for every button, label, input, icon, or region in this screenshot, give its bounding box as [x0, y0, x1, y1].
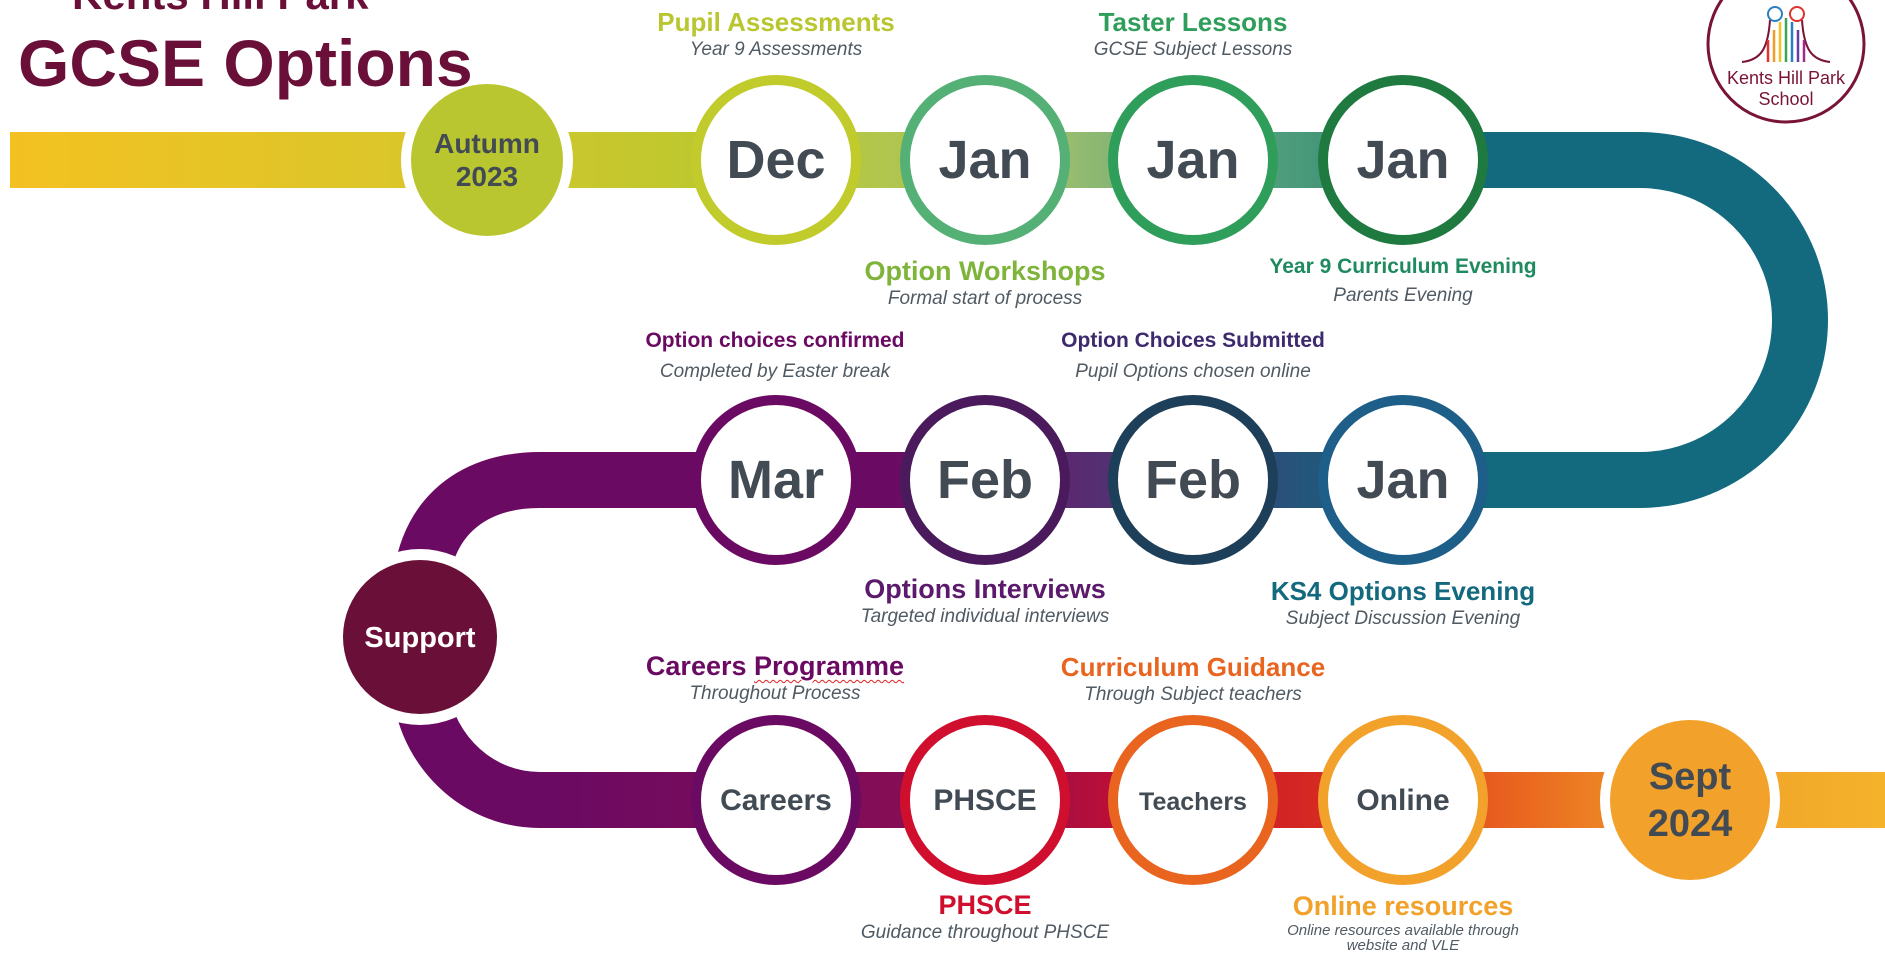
path-curve-right: [1480, 132, 1828, 508]
label-heading: Option Workshops: [864, 256, 1106, 286]
end-milestone-line1: Sept: [1649, 756, 1732, 798]
node-online: [1318, 715, 1488, 885]
label-heading: Careers Programme: [646, 651, 904, 682]
label-heading: KS4 Options Evening: [1270, 576, 1536, 606]
start-milestone-line2: 2023: [456, 161, 518, 192]
label-heading: Option choices confirmed: [645, 329, 905, 352]
label-heading: Options Interviews: [864, 574, 1106, 604]
label-heading-part1: Careers: [645, 651, 755, 681]
label-subtitle: Pupil Options chosen online: [1075, 361, 1311, 383]
end-milestone-line2: 2024: [1648, 803, 1733, 845]
label-heading: Online resources: [1292, 891, 1514, 921]
node-label-teachers: Teachers: [1139, 788, 1247, 816]
node-feb2: [900, 395, 1070, 565]
label-heading: Curriculum Guidance: [1060, 652, 1326, 682]
label-subtitle: GCSE Subject Lessons: [1093, 38, 1293, 60]
label-heading-part2: Programme: [754, 651, 905, 681]
end-milestone: [1610, 720, 1770, 880]
start-milestone: [411, 84, 563, 236]
label-heading: Year 9 Curriculum Evening: [1269, 255, 1537, 278]
node-label-feb2: Feb: [937, 450, 1033, 510]
label-pupil-assessments: Pupil Assessments Year 9 Assessments: [657, 7, 895, 62]
node-label-jan2: Jan: [1146, 130, 1239, 190]
logo-text-line1: Kents Hill Park: [1727, 68, 1846, 88]
label-curriculum-guidance: Curriculum Guidance Through Subject teac…: [1060, 652, 1326, 707]
node-feb1: [1108, 395, 1278, 565]
label-ks4-evening: KS4 Options Evening Subject Discussion E…: [1270, 576, 1536, 631]
label-subtitle: Subject Discussion Evening: [1285, 607, 1521, 629]
label-subtitle: Through Subject teachers: [1084, 683, 1302, 705]
school-name: Kents Hill Park: [72, 0, 368, 16]
node-label-jan4: Jan: [1356, 450, 1449, 510]
label-subtitle: Parents Evening: [1333, 285, 1473, 307]
node-phsce: [900, 715, 1070, 885]
node-label-online: Online: [1356, 784, 1449, 817]
label-heading: Pupil Assessments: [657, 7, 895, 37]
label-heading: Option Choices Submitted: [1061, 329, 1325, 352]
node-mar: [691, 395, 861, 565]
label-subtitle: Throughout Process: [689, 683, 861, 705]
node-jan1: [900, 75, 1070, 245]
support-node: [343, 560, 497, 714]
school-logo: Kents Hill Park School: [1706, 0, 1866, 124]
node-label-careers: Careers: [720, 784, 832, 817]
logo-text-line2: School: [1758, 89, 1813, 109]
node-label-phsce: PHSCE: [933, 784, 1036, 817]
label-subtitle: Completed by Easter break: [659, 361, 891, 383]
page-title: GCSE Options: [18, 26, 473, 100]
label-curriculum-evening: Year 9 Curriculum Evening Parents Evenin…: [1269, 255, 1536, 308]
label-subtitle: Year 9 Assessments: [689, 38, 863, 60]
label-option-workshops: Option Workshops Formal start of process: [865, 256, 1106, 311]
label-choices-submitted: Option Choices Submitted Pupil Options c…: [1061, 329, 1325, 384]
label-careers-programme: Careers Programme Throughout Process: [646, 651, 904, 706]
label-choices-confirmed: Option choices confirmed Completed by Ea…: [645, 329, 904, 384]
label-subtitle: Guidance throughout PHSCE: [860, 922, 1110, 944]
node-jan4: [1318, 395, 1488, 565]
label-taster-lessons: Taster Lessons GCSE Subject Lessons: [1093, 7, 1293, 62]
node-label-jan3: Jan: [1356, 130, 1449, 190]
label-phsce: PHSCE Guidance throughout PHSCE: [861, 890, 1109, 945]
node-label-jan1: Jan: [938, 130, 1031, 190]
node-jan2: [1108, 75, 1278, 245]
label-subtitle: Formal start of process: [887, 288, 1083, 310]
label-options-interviews: Options Interviews Targeted individual i…: [861, 574, 1110, 629]
label-heading: Taster Lessons: [1098, 7, 1288, 37]
node-label-dec: Dec: [726, 130, 825, 190]
start-milestone-line1: Autumn: [434, 128, 540, 159]
label-subtitle: Online resources available through websi…: [1287, 922, 1519, 955]
node-label-mar: Mar: [728, 450, 824, 510]
node-careers: [691, 715, 861, 885]
node-teachers: [1108, 715, 1278, 885]
node-jan3: [1318, 75, 1488, 245]
node-dec: [691, 75, 861, 245]
label-online-resources: Online resources Online resources availa…: [1268, 891, 1538, 953]
label-heading: PHSCE: [938, 890, 1032, 920]
label-subtitle: Targeted individual interviews: [860, 606, 1110, 628]
node-label-feb1: Feb: [1145, 450, 1241, 510]
support-label: Support: [364, 622, 475, 654]
